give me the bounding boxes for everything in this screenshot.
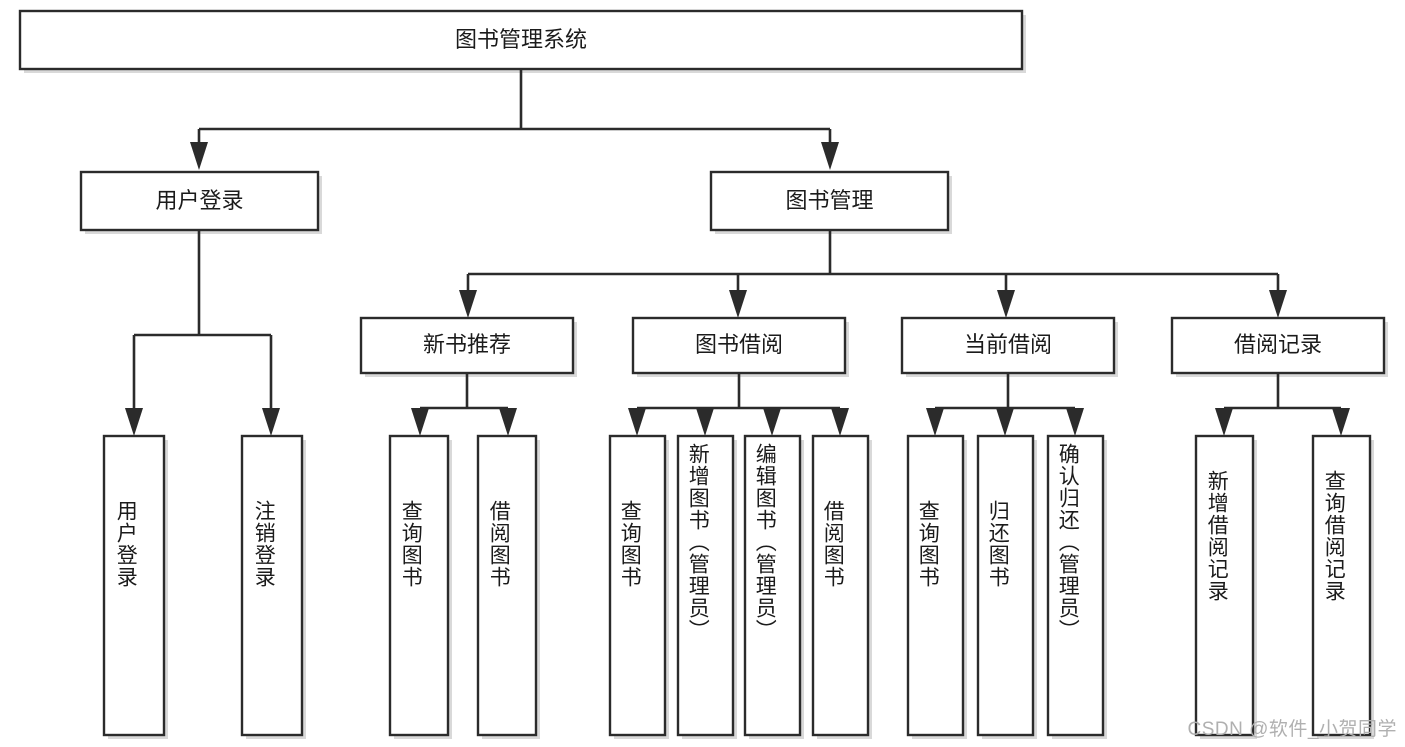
- current-borrow-label: 当前借阅: [964, 332, 1052, 357]
- node-root[interactable]: 图书管理系统: [18, 9, 1026, 73]
- root-box: [18, 9, 1024, 71]
- leaf-box-return-book[interactable]: [976, 434, 1037, 739]
- leaf-box-borrow-book-2[interactable]: [811, 434, 872, 739]
- arrow-root-to-bookmgmt: [821, 142, 839, 170]
- arrow-bookborrow-l1: [628, 408, 646, 436]
- leaf-box-borrow-book-1[interactable]: [476, 434, 540, 739]
- arrow-borrowrecord-l1: [1215, 408, 1233, 436]
- arrow-bookborrow-l3: [763, 408, 781, 436]
- leaf-box-user-login[interactable]: [102, 434, 168, 739]
- arrow-newbook-l2: [499, 408, 517, 436]
- book-borrow-label: 图书借阅: [695, 332, 783, 357]
- node-user-login[interactable]: 用户登录: [79, 170, 322, 234]
- leaf-box-edit-book-admin[interactable]: [743, 434, 804, 739]
- node-borrow-record[interactable]: 借阅记录: [1170, 316, 1388, 377]
- arrow-bookborrow-l4: [831, 408, 849, 436]
- leaf-box-query-borrow-record[interactable]: [1311, 434, 1374, 739]
- csdn-watermark: CSDN @软件_小贺同学: [1187, 719, 1397, 740]
- user-login-label: 用户登录: [155, 188, 243, 213]
- leaf-box-logout-login[interactable]: [240, 434, 306, 739]
- leaf-box-query-book-1[interactable]: [388, 434, 452, 739]
- new-book-recommend-box: [359, 316, 575, 375]
- arrow-userlogin-leaf2: [262, 408, 280, 436]
- arrow-borrowrecord-l2: [1332, 408, 1350, 436]
- root-label: 图书管理系统: [455, 27, 587, 52]
- borrow-record-box: [1170, 316, 1386, 375]
- new-book-recommend-label: 新书推荐: [423, 332, 511, 357]
- arrow-bookmgmt-g2: [729, 290, 747, 318]
- arrow-currentborrow-l3: [1066, 408, 1084, 436]
- arrow-newbook-l1: [411, 408, 429, 436]
- arrow-currentborrow-l2: [996, 408, 1014, 436]
- book-management-box: [709, 170, 950, 232]
- arrow-bookmgmt-g4: [1269, 290, 1287, 318]
- leaf-box-confirm-return-admin[interactable]: [1046, 434, 1107, 739]
- leaf-box-add-borrow-record[interactable]: [1194, 434, 1257, 739]
- arrow-bookmgmt-g1: [459, 290, 477, 318]
- arrow-userlogin-leaf1: [125, 408, 143, 436]
- node-current-borrow[interactable]: 当前借阅: [900, 316, 1118, 377]
- node-book-borrow[interactable]: 图书借阅: [631, 316, 849, 377]
- leaf-box-query-book-3[interactable]: [906, 434, 967, 739]
- user-login-box: [79, 170, 320, 232]
- leaf-box-add-book-admin[interactable]: [676, 434, 737, 739]
- leaf-box-query-book-2[interactable]: [608, 434, 669, 739]
- current-borrow-box: [900, 316, 1116, 375]
- arrow-bookborrow-l2: [696, 408, 714, 436]
- node-new-book-recommend[interactable]: 新书推荐: [359, 316, 577, 377]
- book-management-label: 图书管理: [785, 188, 873, 213]
- arrow-bookmgmt-g3: [997, 290, 1015, 318]
- node-book-management[interactable]: 图书管理: [709, 170, 952, 234]
- borrow-record-label: 借阅记录: [1234, 332, 1322, 357]
- arrow-root-to-userlogin: [190, 142, 208, 170]
- arrow-currentborrow-l1: [926, 408, 944, 436]
